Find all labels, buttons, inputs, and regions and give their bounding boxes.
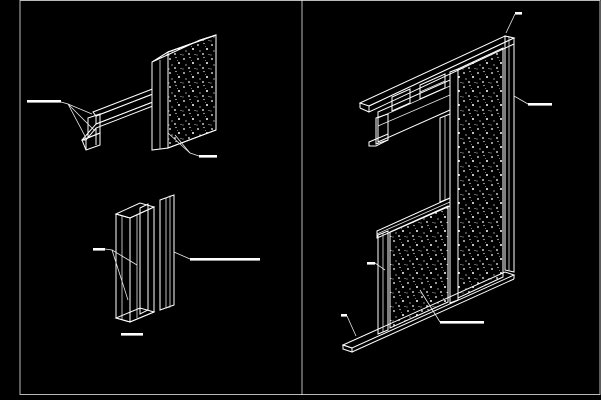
leader-frame-left xyxy=(367,262,386,271)
leader-stud-right xyxy=(173,251,260,261)
leader-floor xyxy=(341,314,357,337)
gypsum-panel-small xyxy=(151,34,217,151)
leader-frame-right xyxy=(513,95,552,106)
gypsum-panel-tall xyxy=(457,47,504,299)
top-track-joint xyxy=(27,34,217,158)
stud-pair xyxy=(93,194,260,336)
leader-stud-left xyxy=(93,248,138,301)
leader-stud-bottom xyxy=(121,333,143,336)
sheet-frame xyxy=(19,0,601,395)
leader-track xyxy=(27,100,96,139)
wall-frame xyxy=(341,35,516,353)
leader-panel-lower xyxy=(419,289,484,324)
leader-panel-small xyxy=(167,132,217,158)
gypsum-panel-lower xyxy=(389,205,449,329)
leader-frame-top xyxy=(505,12,522,34)
